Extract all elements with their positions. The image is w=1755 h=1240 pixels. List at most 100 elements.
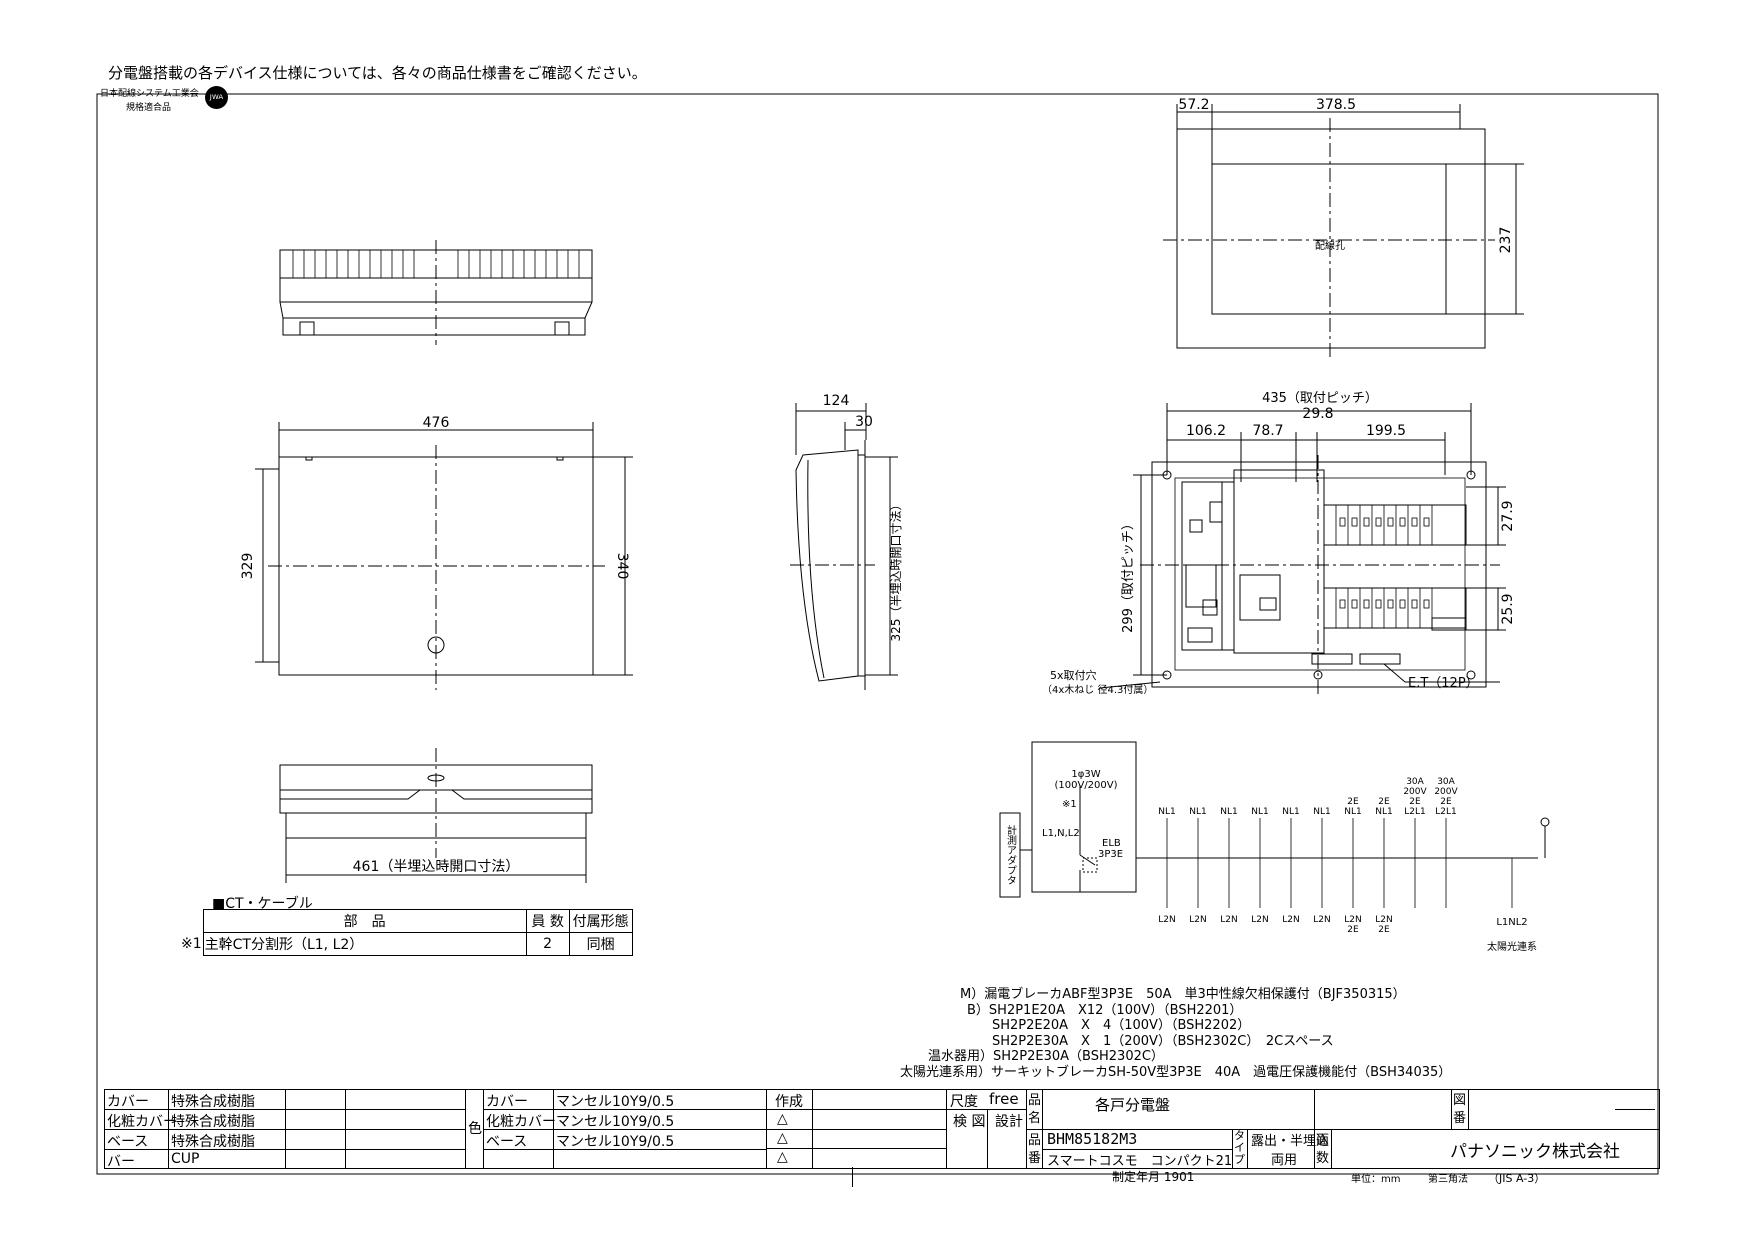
mount-holes-note: （4x木ねじ 径4.3付属） (1042, 683, 1153, 696)
voltage-label: (100V/200V) (1054, 780, 1117, 791)
phase-label: 1φ3W (1071, 769, 1100, 780)
ct-row-part: 主幹CT分割形（L1, L2） (202, 932, 527, 956)
color-part-3: ベース (486, 1134, 528, 1150)
dim-329: 329 (240, 553, 256, 580)
dim-476: 476 (423, 415, 450, 431)
color-part-2: 化粧カバー (486, 1114, 556, 1130)
revision-mark-2: △ (777, 1130, 788, 1146)
material-value-4: CUP (171, 1151, 200, 1167)
branch-top-label: NL1 (1313, 807, 1330, 817)
material-value-3: 特殊合成樹脂 (171, 1134, 255, 1150)
cert-mark-icon: JWA (205, 86, 228, 109)
spec-line-3: SH2P2E20A X 4（100V）（BSH2202） (992, 1018, 1251, 1033)
dim-199: 199.5 (1366, 423, 1406, 439)
cover-view (1163, 104, 1524, 360)
dim-237: 237 (1498, 227, 1514, 254)
title-block: カバー 特殊合成樹脂 化粧カバー 特殊合成樹脂 ベース 特殊合成樹脂 バー CU… (104, 1089, 1660, 1170)
branch-bottom-label: L2N (1344, 915, 1361, 925)
cert-mark-text: JWA (209, 93, 224, 101)
revision-mark-3: △ (777, 1149, 788, 1165)
type-value-1: 露出・半埋込 (1251, 1134, 1330, 1149)
scale-label: 尺度 (950, 1094, 978, 1110)
dim-435: 435（取付ピッチ） (1262, 391, 1378, 406)
made-label: 作成 (775, 1094, 803, 1110)
ct-table: 部 品 員 数 付属形態 ※1 主幹CT分割形（L1, L2） 2 同梱 (180, 909, 633, 956)
spec-line-1: M）漏電ブレーカABF型3P3E 50A 単3中性線欠相保護付（BJF35031… (960, 987, 1406, 1002)
branch-top-label: NL1 (1220, 807, 1237, 817)
standard-label: （JIS A-3） (1488, 1172, 1546, 1185)
adapter-label: 計測アダプタ (1005, 824, 1017, 885)
material-part-4: バー (107, 1154, 135, 1170)
mount-holes-label: 5x取付穴 (1050, 668, 1097, 682)
lines-label: L1,N,L2 (1042, 828, 1080, 839)
et-label: E.T（12P） (1408, 676, 1479, 691)
branch-bottom-label: L2N (1251, 915, 1268, 925)
material-part-3: ベース (107, 1134, 149, 1150)
top-view (279, 240, 593, 345)
front-view (255, 422, 633, 690)
dim-30: 30 (855, 414, 873, 430)
revision-mark-1: △ (777, 1111, 788, 1127)
branch-top-label: 200V (1434, 787, 1458, 797)
number-label: 品番 (1028, 1133, 1042, 1166)
branch-top-label: NL1 (1251, 807, 1268, 817)
branch-bottom-label: L2N (1375, 915, 1392, 925)
type-label: タイプ (1234, 1129, 1245, 1166)
ct-star-label: ※1 (1062, 799, 1077, 810)
material-part-1: カバー (107, 1094, 149, 1110)
dim-299: 299（取付ピッチ） (1121, 517, 1136, 633)
product-series: スマートコスモ コンパクト21 (1047, 1154, 1233, 1169)
cert-line2: 規格適合品 (126, 103, 172, 113)
ct-header-part: 部 品 (202, 909, 527, 933)
branch-top-label: NL1 (1189, 807, 1206, 817)
scale-value: free (989, 1090, 1019, 1108)
branch-bottom-label: 2E (1378, 925, 1390, 935)
dim-124: 124 (823, 393, 850, 409)
drawing-frame (96, 93, 1659, 1175)
unit-label: 単位：mm (1351, 1174, 1401, 1185)
cover-hole-label: 配線孔 (1315, 239, 1345, 252)
dim-57: 57.2 (1178, 97, 1209, 113)
spec-line-2: B）SH2P1E20A X12（100V）（BSH2201） (967, 1002, 1243, 1018)
branch-top-label: 30A (1406, 777, 1424, 787)
spec-line-6: 太陽光連系用）サーキットブレーカSH-50V型3P3E 40A 過電圧保護機能付… (900, 1064, 1452, 1080)
wiring-schematic (999, 741, 1550, 908)
color-part-1: カバー (486, 1094, 528, 1110)
branch-bottom-label: L2N (1313, 915, 1330, 925)
branch-top-label: NL1 (1158, 807, 1175, 817)
elb-type-label: 3P3E (1098, 849, 1123, 860)
type-value-2: 両用 (1271, 1153, 1298, 1168)
dim-461: 461（半埋込時開口寸法） (353, 859, 520, 875)
elb-label: ELB (1102, 838, 1121, 849)
face-label: 面数 (1316, 1133, 1330, 1166)
material-part-2: 化粧カバー (107, 1114, 177, 1130)
color-value-2: マンセル10Y9/0.5 (556, 1114, 675, 1130)
material-value-2: 特殊合成樹脂 (171, 1114, 255, 1130)
dim-25: 25.9 (1500, 593, 1516, 624)
header-note: 分電盤搭載の各デバイス仕様については、各々の商品仕様書をご確認ください。 (108, 64, 647, 82)
dim-78: 78.7 (1252, 423, 1283, 439)
ct-row-form: 同梱 (568, 932, 633, 956)
ct-header-qty: 員 数 (525, 909, 570, 933)
material-value-1: 特殊合成樹脂 (171, 1094, 255, 1110)
dim-340: 340 (614, 553, 630, 580)
branch-bottom-label: 2E (1347, 925, 1359, 935)
color-value-3: マンセル10Y9/0.5 (556, 1134, 675, 1150)
enactment-date: 制定年月 1901 (1112, 1170, 1195, 1184)
branch-top-label: NL1 (1282, 807, 1299, 817)
branch-top-label: 2E (1409, 797, 1421, 807)
panel-interior-view (1099, 403, 1506, 695)
spec-block: M）漏電ブレーカABF型3P3E 50A 単3中性線欠相保護付（BJF35031… (900, 987, 1451, 1080)
projection-label: 第三角法 (1428, 1174, 1468, 1185)
branch-top-label: L2L1 (1435, 807, 1456, 817)
branch-top-label: 2E (1378, 797, 1390, 807)
product-number: BHM85182M3 (1047, 1130, 1138, 1148)
dim-378: 378.5 (1316, 97, 1356, 113)
dim-29: 29.8 (1302, 406, 1333, 422)
check-label: 検 図 (953, 1114, 986, 1130)
branch-bottom-label: L2N (1220, 915, 1237, 925)
company-name: パナソニック株式会社 (1450, 1142, 1620, 1162)
solar-branch-label: L1NL2 (1496, 917, 1527, 928)
branch-top-label: 30A (1437, 777, 1455, 787)
